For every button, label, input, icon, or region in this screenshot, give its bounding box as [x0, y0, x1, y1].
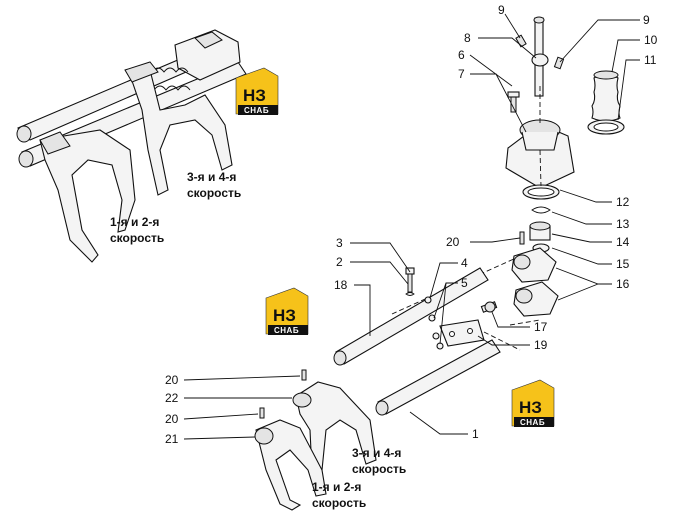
callout-11: 11	[644, 53, 657, 67]
lower-fork-assembly	[254, 231, 525, 511]
caption-line: 1-я и 2-я	[110, 215, 159, 229]
caption-line: 3-я и 4-я	[352, 446, 401, 460]
assembled-fork-assembly	[16, 29, 247, 263]
caption-line: скорость	[187, 186, 241, 200]
callout-1: 1	[472, 427, 479, 441]
caption-line: 1-я и 2-я	[312, 480, 361, 494]
caption-line: скорость	[352, 462, 406, 476]
callout-20: 20	[165, 412, 179, 426]
callout-9: 9	[643, 13, 650, 27]
logo-sub: СНАБ	[274, 326, 299, 335]
callout-4: 4	[461, 256, 468, 270]
logo-mark: НЗ	[519, 398, 542, 417]
shafts-group	[333, 267, 501, 416]
logo-mark: НЗ	[273, 306, 296, 325]
logo-sub: СНАБ	[520, 418, 545, 427]
caption-lower-34: 3-я и 4-я скорость	[352, 446, 406, 476]
callout-10: 10	[644, 33, 658, 47]
callout-numbers: 9 9 8 6 7 10 11 12 13 14 15 16 17 19 20 …	[165, 3, 658, 446]
caption-line: скорость	[312, 496, 366, 510]
caption-line: 3-я и 4-я	[187, 170, 236, 184]
callout-5: 5	[461, 276, 468, 290]
callout-8: 8	[464, 31, 471, 45]
caption-upper-34: 3-я и 4-я скорость	[187, 170, 241, 200]
callout-20: 20	[446, 235, 460, 249]
callout-12: 12	[616, 195, 630, 209]
ring-and-bushing-group	[439, 184, 560, 347]
callout-14: 14	[616, 235, 630, 249]
logo-bottom-right: НЗ СНАБ	[511, 379, 555, 427]
logo-top: НЗ СНАБ	[235, 67, 279, 115]
callout-16: 16	[616, 277, 630, 291]
caption-upper-12: 1-я и 2-я скорость	[110, 215, 164, 245]
callout-13: 13	[616, 217, 630, 231]
callout-3: 3	[336, 236, 343, 250]
caption-line: скорость	[110, 231, 164, 245]
callout-7: 7	[458, 67, 465, 81]
callout-15: 15	[616, 257, 630, 271]
shift-lever-group	[505, 16, 625, 189]
callout-22: 22	[165, 391, 179, 405]
callout-19: 19	[534, 338, 548, 352]
logo-sub: СНАБ	[244, 106, 269, 115]
callout-20: 20	[165, 373, 179, 387]
callout-9: 9	[498, 3, 505, 17]
callout-21: 21	[165, 432, 179, 446]
leader-lines	[183, 13, 640, 440]
logo-middle: НЗ СНАБ	[265, 287, 309, 335]
callout-18: 18	[334, 278, 348, 292]
logo-mark: НЗ	[243, 86, 266, 105]
callout-17: 17	[534, 320, 548, 334]
callout-2: 2	[336, 255, 343, 269]
callout-6: 6	[458, 48, 465, 62]
caption-lower-12: 1-я и 2-я скорость	[312, 480, 366, 510]
